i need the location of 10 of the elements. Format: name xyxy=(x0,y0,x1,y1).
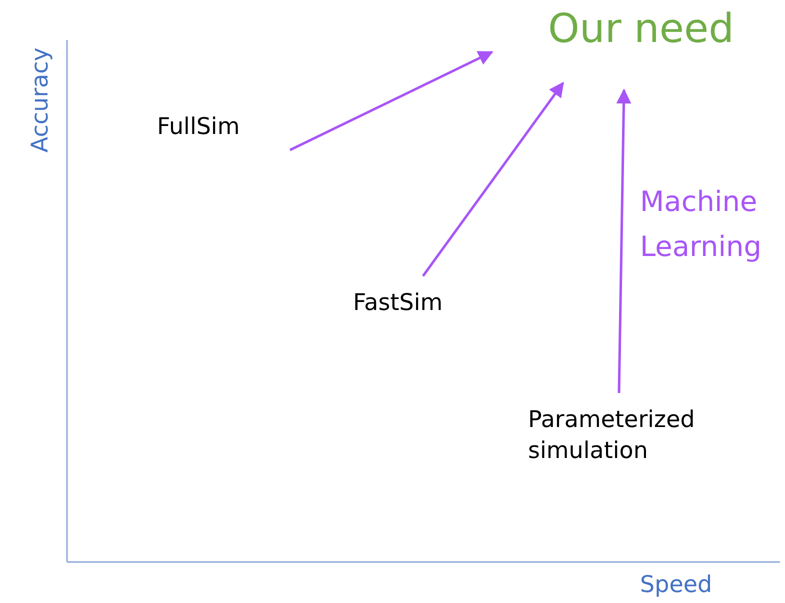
edge-label: Machine Learning xyxy=(640,184,763,265)
arrow xyxy=(289,50,494,152)
axis-title: Speed xyxy=(640,572,712,598)
method-label: FullSim xyxy=(157,112,297,144)
axis-title: Accuracy xyxy=(27,48,53,152)
arrow xyxy=(422,82,564,277)
arrow xyxy=(616,88,632,394)
method-label: FastSim xyxy=(353,288,493,320)
goal-label: Our need xyxy=(548,2,748,56)
method-label: Parameterized simulation xyxy=(528,405,718,468)
